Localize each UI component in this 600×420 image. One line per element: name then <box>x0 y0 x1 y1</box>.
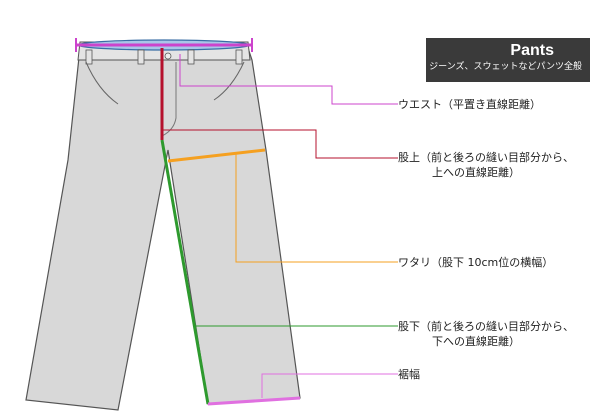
pants-badge: Pants ジーンズ、スウェットなどパンツ全般 <box>426 38 590 82</box>
left-pocket <box>85 61 119 105</box>
thigh-label: ワタリ（股下 10cm位の横幅） <box>398 255 553 270</box>
rise-label: 股上（前と後ろの縫い目部分から、 上への直線距離） <box>398 150 574 180</box>
belt-loop <box>235 49 243 65</box>
rise-leader <box>162 129 398 159</box>
badge-title: Pants <box>510 42 554 59</box>
waist-label: ウエスト（平置き直線距離） <box>398 97 541 112</box>
thigh-measure-line <box>167 148 266 163</box>
hem-leader <box>261 373 398 398</box>
waist-label-line: ウエスト（平置き直線距離） <box>398 98 541 111</box>
hem-label: 裾幅 <box>398 367 420 382</box>
belt-loop <box>187 49 195 65</box>
fly-stitch <box>161 62 177 137</box>
thigh-label-line: ワタリ（股下 10cm位の横幅） <box>398 256 554 269</box>
right-pocket <box>213 61 245 101</box>
hem-measure-line <box>207 396 301 406</box>
rise-label-line2: 上への直線距離） <box>432 166 520 179</box>
badge-subtitle: ジーンズ、スウェットなどパンツ全般 <box>429 62 582 72</box>
inseam-label-line2: 下への直線距離） <box>432 335 520 348</box>
belt-loop <box>85 49 93 65</box>
belt-loop <box>137 49 145 65</box>
waist-leader <box>179 54 398 105</box>
hem-label-line: 裾幅 <box>398 368 420 381</box>
inseam-measure-line <box>160 139 210 405</box>
inseam-label: 股下（前と後ろの縫い目部分から、 下への直線距離） <box>398 319 574 349</box>
waist-button <box>164 52 172 60</box>
thigh-leader <box>235 154 398 263</box>
inseam-label-line1: 股下（前と後ろの縫い目部分から、 <box>398 320 574 333</box>
rise-label-line1: 股上（前と後ろの縫い目部分から、 <box>398 151 574 164</box>
